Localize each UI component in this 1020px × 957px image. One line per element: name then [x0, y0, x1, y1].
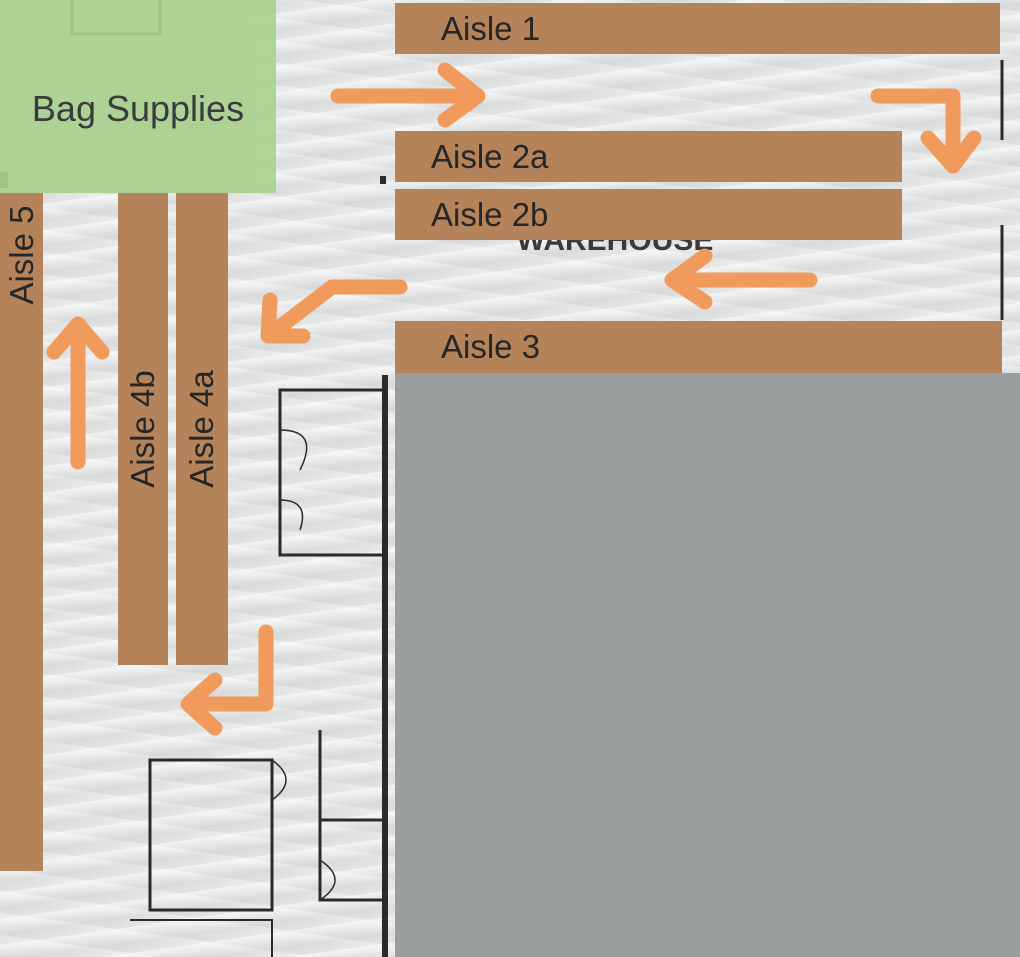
aisle-3: Aisle 3 [395, 321, 1002, 373]
aisle-2b-label: Aisle 2b [431, 195, 549, 233]
aisle-4b-label: Aisle 4b [124, 370, 161, 488]
aisle-3-label: Aisle 3 [441, 328, 541, 365]
aisle-2a: Aisle 2a [395, 131, 902, 182]
bag-supplies-label: Bag Supplies [31, 87, 245, 129]
blocked-area [395, 373, 1020, 957]
aisle-4b: Aisle 4b [118, 193, 168, 665]
aisle-2a-label: Aisle 2a [431, 137, 549, 175]
aisle-5-label: Aisle 5 [2, 205, 40, 305]
aisle-2b: Aisle 2b [395, 189, 902, 240]
aisle-5: Aisle 5 [0, 193, 43, 871]
bag-supplies-zone: Bag Supplies [0, 0, 276, 193]
aisle-1: Aisle 1 [395, 3, 1000, 54]
aisle-4a-label: Aisle 4a [183, 370, 220, 488]
aisle-4a: Aisle 4a [176, 193, 228, 665]
aisle-1-label: Aisle 1 [441, 9, 541, 47]
